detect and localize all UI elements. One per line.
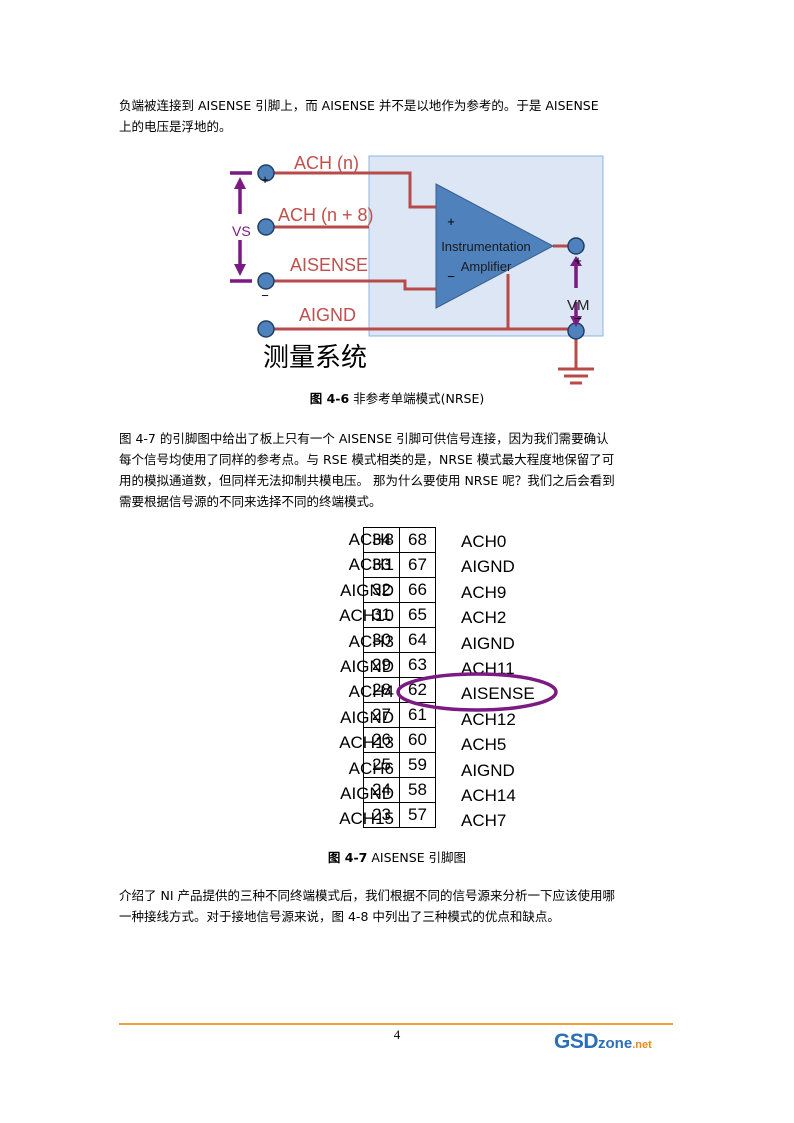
- pin-number-cell: 25: [363, 752, 400, 778]
- text-line: 图 4-7 的引脚图中给出了板上只有一个 AISENSE 引脚可供信号连接，因为…: [119, 431, 609, 446]
- text-line: 需要根据信号源的不同来选择不同的终端模式。: [119, 494, 382, 509]
- amplifier-label-line2: Amplifier: [461, 259, 512, 274]
- output-plus-sign: +: [574, 253, 582, 268]
- caption-text: AISENSE 引脚图: [367, 850, 467, 865]
- paragraph-intro: 负端被连接到 AISENSE 引脚上，而 AISENSE 并不是以地作为参考的。…: [119, 95, 675, 137]
- pin-number-cell: 24: [363, 777, 400, 803]
- text-line: 一种接线方式。对于接地信号源来说，图 4-8 中列出了三种模式的优点和缺点。: [119, 909, 560, 924]
- page-number: 4: [393, 1027, 401, 1042]
- pin-number-cell: 59: [399, 752, 436, 778]
- instrumentation-amplifier: [435, 183, 555, 309]
- pin-right-label: ACH5: [461, 735, 507, 755]
- label-measurement-system: 测量系统: [263, 343, 367, 373]
- caption-text: 非参考单端模式(NRSE): [349, 391, 485, 406]
- pin-right-label: ACH11: [461, 659, 515, 678]
- pin-right-label: ACH14: [461, 786, 516, 805]
- output-minus-sign: −: [574, 311, 582, 326]
- text-line: 负端被连接到 AISENSE 引脚上，而 AISENSE 并不是以地作为参考的。…: [119, 98, 599, 113]
- pin-number-cell: 63: [399, 652, 436, 678]
- label-ach-n8: ACH (n + 8): [278, 205, 374, 225]
- paragraph-pinout-explanation: 图 4-7 的引脚图中给出了板上只有一个 AISENSE 引脚可供信号连接，因为…: [119, 428, 675, 512]
- pin-number-cell: 67: [399, 552, 436, 578]
- pin-number-cell: 60: [399, 727, 436, 753]
- pin-number-cell: 28: [363, 677, 400, 703]
- caption-number: 图 4-6: [309, 391, 350, 406]
- text-line: 介绍了 NI 产品提供的三种不同终端模式后，我们根据不同的信号源来分析一下应该使…: [119, 888, 615, 903]
- figure-4-7-caption: 图 4-7 AISENSE 引脚图: [0, 847, 794, 866]
- label-ach-n: ACH (n): [294, 153, 359, 173]
- paragraph-terminal-modes-summary: 介绍了 NI 产品提供的三种不同终端模式后，我们根据不同的信号源来分析一下应该使…: [119, 885, 675, 927]
- pin-right-label: ACH0: [461, 532, 507, 551]
- pin-right-label: ACH12: [461, 709, 516, 729]
- pin-number-cell: 64: [399, 627, 436, 653]
- figure-4-6-caption: 图 4-6 非参考单端模式(NRSE): [0, 388, 794, 407]
- amplifier-plus-sign: +: [447, 214, 455, 229]
- text-line: 每个信号均使用了同样的参考点。与 RSE 模式相类的是，NRSE 模式最大程度地…: [119, 452, 615, 467]
- pin-number-cell: 33: [363, 552, 400, 578]
- pin-number-cell: 26: [363, 727, 400, 753]
- pin-number-cell: 29: [363, 652, 400, 678]
- source-minus-sign: −: [261, 288, 269, 303]
- amplifier-label-line1: Instrumentation: [441, 239, 531, 254]
- pin-number-cell: 66: [399, 577, 436, 603]
- terminal-aisense: [257, 272, 275, 290]
- pin-right-label: AIGND: [461, 557, 515, 577]
- wire-ach-n: [274, 171, 436, 209]
- pin-number-cell: 31: [363, 602, 400, 628]
- amplifier-minus-sign: −: [447, 269, 455, 284]
- terminal-ach-n8: [257, 218, 275, 236]
- label-vs: VS: [232, 223, 251, 239]
- pin-number-cell: 65: [399, 602, 436, 628]
- text-line: 上的电压是浮地的。: [119, 119, 232, 134]
- pin-right-label: ACH2: [461, 608, 507, 628]
- label-aignd: AIGND: [299, 305, 356, 325]
- pin-number-cell: 57: [399, 802, 436, 828]
- pin-number-cell: 61: [399, 702, 436, 728]
- terminal-aignd: [257, 320, 275, 338]
- terminal-ach-n: [257, 164, 275, 182]
- pin-number-cell: 27: [363, 702, 400, 728]
- label-vm: VM: [567, 297, 590, 314]
- pin-number-cell: 34: [363, 527, 400, 553]
- pin-right-label: AIGND: [461, 760, 515, 780]
- pin-number-cell: 68: [399, 527, 436, 553]
- nrse-circuit-diagram: Instrumentation Amplifier + − + − ACH (n…: [230, 153, 604, 385]
- wire-aisense: [274, 279, 436, 291]
- pin-right-label: AIGND: [461, 633, 515, 653]
- pin-number-cell: 58: [399, 777, 436, 803]
- pin-number-cell: 32: [363, 577, 400, 603]
- footer-divider: [119, 1023, 673, 1025]
- pin-right-label: ACH9: [461, 582, 507, 602]
- ground-icon: [558, 367, 594, 385]
- pin-number-cell: 23: [363, 802, 400, 828]
- source-plus-sign: +: [261, 172, 269, 187]
- terminal-amp-output: [567, 237, 585, 255]
- pin-right-label: ACH7: [461, 811, 507, 831]
- caption-number: 图 4-7: [327, 850, 368, 865]
- label-aisense: AISENSE: [290, 255, 368, 275]
- text-line: 用的模拟通道数，但同样无法抑制共模电压。 那为什么要使用 NRSE 呢？我们之后…: [119, 473, 615, 488]
- pin-number-cell: 62: [399, 677, 436, 703]
- pin-number-cell: 30: [363, 627, 400, 653]
- gsdzone-logo: GSDzone.net: [554, 1030, 652, 1053]
- pin-right-label: AISENSE: [461, 684, 535, 704]
